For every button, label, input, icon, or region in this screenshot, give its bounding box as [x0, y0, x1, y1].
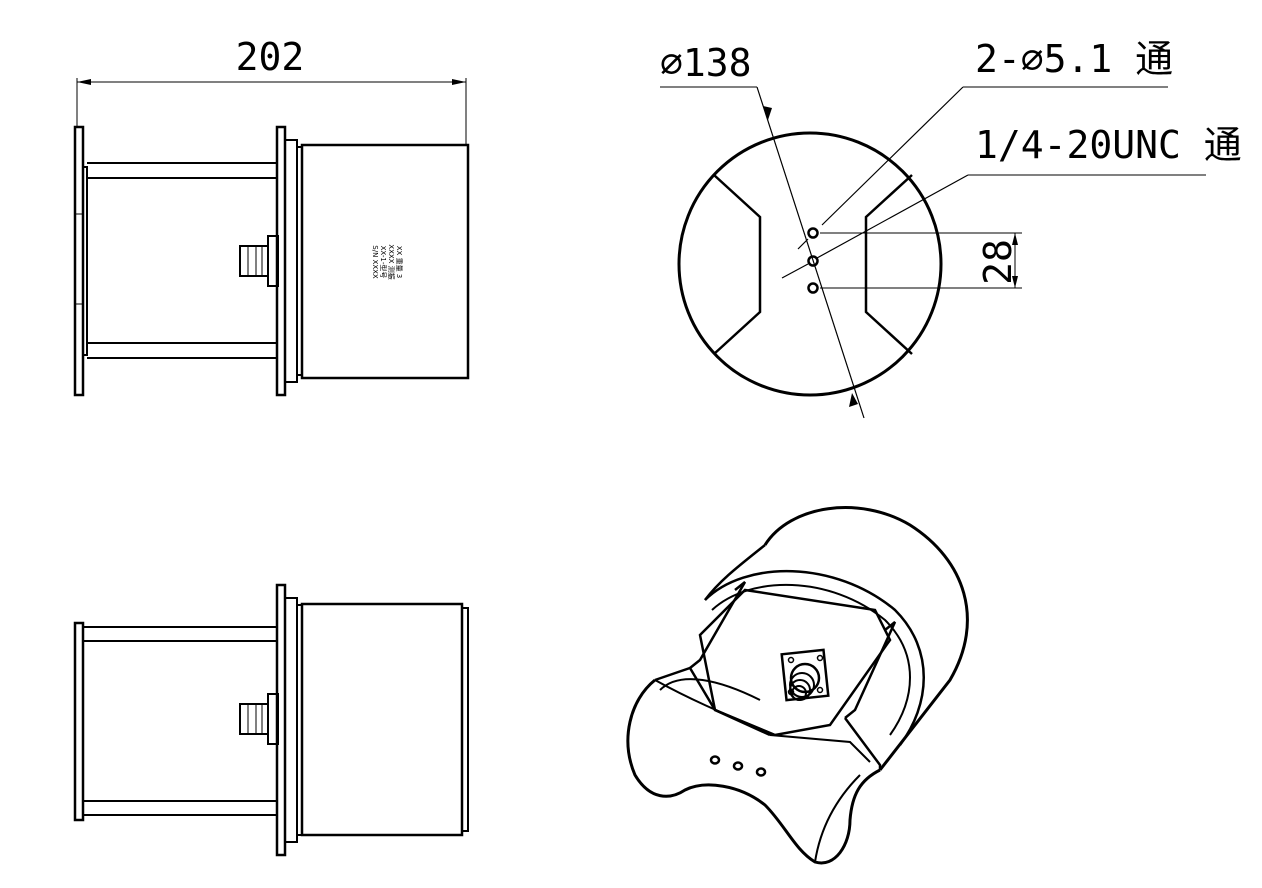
spacing-label: 28 [976, 239, 1020, 285]
isometric-view [626, 506, 969, 865]
svg-text:S/N XXXX: S/N XXXX [371, 245, 379, 279]
upper-hole [807, 227, 819, 239]
thru-holes-label: 2-⌀5.1 通 [975, 37, 1173, 81]
thread-label: 1/4-20UNC 通 [975, 123, 1242, 167]
svg-text:XX-1-型号: XX-1-型号 [379, 246, 388, 279]
diameter-label: ⌀138 [660, 41, 752, 85]
overall-length-label: 202 [236, 35, 305, 79]
end-view: ⌀138 2-⌀5.1 通 1/4-20UNC 通 28 [660, 37, 1242, 419]
svg-text:XX 重量 3: XX 重量 3 [395, 246, 403, 279]
side-view-bottom [73, 583, 469, 857]
nameplate-label: XX 重量 3 XXXX 测振 XX-1-型号 S/N XXXX [371, 244, 403, 279]
side-view-top: 202 XX 重量 3 XXXX 测振 XX-1-型号 S/N XXXX [73, 35, 470, 397]
svg-text:XXXX 测振: XXXX 测振 [387, 244, 396, 279]
center-threaded-hole [807, 255, 819, 267]
lower-hole [807, 282, 819, 294]
connector-icon [780, 648, 830, 702]
